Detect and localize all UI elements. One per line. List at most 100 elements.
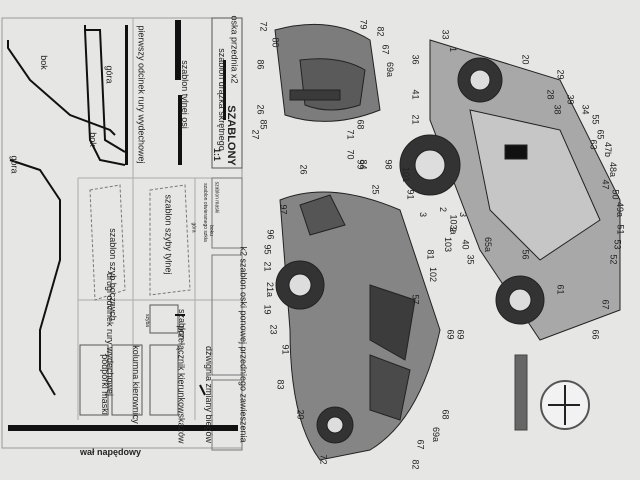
part-number-label: 49a bbox=[615, 201, 626, 218]
part-number-label: 99 bbox=[355, 159, 366, 170]
car-body-view bbox=[275, 191, 441, 461]
part-number-label: 33 bbox=[440, 29, 451, 40]
part-number-label: 26 bbox=[298, 164, 309, 175]
part-number-label: 36 bbox=[410, 54, 421, 65]
part-number-label: 98 bbox=[383, 159, 394, 170]
label-pierwszy-odcinek: pierwszy odcinek rury wydechowej bbox=[136, 25, 147, 164]
label-szablon-tylnej-osi: szablon tylnej osi bbox=[179, 60, 190, 129]
part-number-label: 91 bbox=[405, 189, 416, 200]
part-number-label: 23 bbox=[268, 324, 279, 335]
label-bok-1: bok bbox=[87, 132, 98, 147]
part-number-label: 69a bbox=[431, 426, 442, 443]
part-number-label: 21 bbox=[262, 261, 273, 272]
label-szablon-drazka: szablon drążka skrętnego bbox=[216, 48, 227, 151]
label-gora-2: góra bbox=[9, 155, 20, 174]
label-small-box-4: góra bbox=[190, 222, 197, 233]
part-number-label: 47b bbox=[603, 141, 614, 158]
part-number-label: 72 bbox=[318, 454, 329, 465]
part-number-label: 39 bbox=[565, 94, 576, 105]
part-number-label: 47 bbox=[600, 179, 611, 190]
part-number-label: 63 bbox=[588, 139, 599, 150]
part-number-label: 67 bbox=[600, 299, 611, 310]
part-number-label: 29 bbox=[555, 69, 566, 80]
part-number-label: 91 bbox=[280, 344, 291, 355]
part-number-label: 55 bbox=[590, 114, 601, 125]
label-small-box-5: boku bbox=[207, 225, 214, 236]
part-number-label: 69 bbox=[455, 329, 466, 340]
part-number-label: 101 bbox=[401, 166, 412, 183]
label-small-box-1: szablon otwieranego szkła bbox=[201, 183, 208, 242]
part-number-label: 27 bbox=[250, 129, 261, 140]
part-number-label: 19 bbox=[262, 304, 273, 315]
part-number-label: 95 bbox=[262, 244, 273, 255]
part-number-label: 102 bbox=[428, 266, 439, 283]
part-number-label: 21 bbox=[410, 114, 421, 125]
part-number-label: 69a bbox=[385, 61, 396, 78]
label-przelacznik: przełącznik kierunkowskazów bbox=[176, 325, 187, 444]
part-number-label: 20 bbox=[295, 409, 306, 420]
part-number-label: 82 bbox=[410, 459, 421, 470]
car-chassis-view bbox=[399, 39, 621, 341]
part-number-label: 79 bbox=[358, 19, 369, 30]
part-number-label: 81 bbox=[425, 249, 436, 260]
part-number-label: 34 bbox=[580, 104, 591, 115]
label-szablon-szyby-tylnej: szablon szyby tylnej bbox=[163, 194, 174, 275]
part-number-label: 71 bbox=[345, 129, 356, 140]
part-number-label: 82 bbox=[375, 26, 386, 37]
part-number-label: 70 bbox=[345, 149, 356, 160]
car-rear-view bbox=[274, 23, 381, 122]
part-number-label: 67 bbox=[415, 439, 426, 450]
small-parts-templates bbox=[79, 304, 206, 416]
label-k2-szablon: k2 szablon oski ponowej przedniego zawie… bbox=[238, 246, 249, 443]
part-number-label: 65a bbox=[483, 236, 494, 253]
templates-panel-frame bbox=[1, 17, 243, 451]
emblem bbox=[514, 354, 590, 431]
part-number-label: 85 bbox=[258, 119, 269, 130]
part-number-label: 28 bbox=[545, 89, 556, 100]
part-number-label: 96 bbox=[265, 229, 276, 240]
part-number-label: 52 bbox=[608, 254, 619, 265]
bar-templates bbox=[8, 20, 238, 431]
part-number-label: 67 bbox=[380, 44, 391, 55]
label-small-box-3: szyba bbox=[144, 313, 151, 328]
part-number-label: 53 bbox=[612, 239, 623, 250]
part-number-label: 25 bbox=[370, 184, 381, 195]
part-number-label: 26 bbox=[255, 104, 266, 115]
part-number-label: 83 bbox=[275, 379, 286, 390]
label-bok-2: bok bbox=[38, 55, 49, 70]
part-number-label: 48a bbox=[608, 161, 619, 178]
part-number-label: 86 bbox=[255, 59, 266, 70]
part-number-label: 21a bbox=[265, 281, 276, 298]
label-oska-przednia: oska przednia x2 bbox=[229, 15, 240, 84]
part-number-label: 66 bbox=[590, 329, 601, 340]
part-number-label: 2 bbox=[438, 206, 449, 213]
part-number-label: 80 bbox=[270, 37, 281, 48]
part-number-label: 97 bbox=[278, 204, 289, 215]
part-number-label: 56 bbox=[520, 249, 531, 260]
part-number-label: 103a bbox=[448, 214, 459, 235]
label-wal-napedowy: wał napędowy bbox=[80, 447, 142, 457]
part-number-label: 69 bbox=[445, 329, 456, 340]
part-number-label: 40 bbox=[460, 239, 471, 250]
part-number-label: 51 bbox=[615, 224, 626, 235]
part-number-label: 68 bbox=[355, 119, 366, 130]
part-number-label: 50 bbox=[610, 189, 621, 200]
part-number-label: 1 bbox=[448, 46, 459, 53]
label-dzwignia: dźwignia zmiany biegów bbox=[204, 345, 215, 444]
part-number-label: 35 bbox=[465, 254, 476, 265]
part-number-label: 3 bbox=[458, 211, 469, 218]
side-window-template bbox=[89, 184, 191, 301]
part-number-label: 38 bbox=[552, 104, 563, 115]
label-small-box-2: szablon maski bbox=[213, 181, 220, 214]
label-podporki: podpórki maski bbox=[99, 354, 110, 415]
label-kolumna: kolumna kierownicy bbox=[130, 345, 141, 424]
part-number-label: 103 bbox=[443, 236, 454, 253]
part-number-label: 57 bbox=[410, 294, 421, 305]
part-number-label: 65 bbox=[595, 129, 606, 140]
part-number-label: 41 bbox=[410, 89, 421, 100]
part-number-label: 72 bbox=[258, 21, 269, 32]
part-number-label: 3 bbox=[418, 211, 429, 218]
label-gora-1: góra bbox=[104, 65, 115, 84]
